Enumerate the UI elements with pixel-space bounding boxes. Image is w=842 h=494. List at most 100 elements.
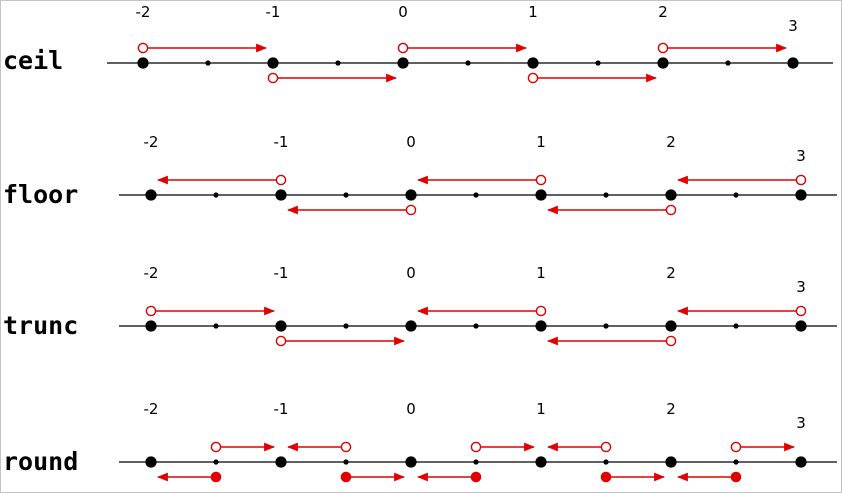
filled-circle: [600, 471, 612, 483]
half-dot: [343, 323, 349, 329]
tick-label: 3: [796, 278, 806, 296]
tick-label: 2: [666, 133, 676, 151]
half-dot: [205, 60, 211, 66]
rounding-arrow: [397, 42, 528, 54]
open-circle: [470, 441, 482, 453]
filled-circle: [470, 471, 482, 483]
rounding-arrow: [730, 441, 796, 453]
tick-label: 3: [796, 147, 806, 165]
tick-label: 2: [666, 400, 676, 418]
integer-dot: [665, 189, 677, 201]
integer-dot: [535, 456, 547, 468]
half-dot: [603, 323, 609, 329]
integer-dot: [405, 189, 417, 201]
rounding-arrow: [600, 471, 666, 483]
tick-label: -1: [274, 400, 289, 418]
tick-label: 1: [536, 133, 546, 151]
tick-label: 3: [788, 17, 798, 35]
row-label-round: round: [3, 447, 78, 476]
integer-dot: [665, 456, 677, 468]
row-label-floor: floor: [3, 180, 78, 209]
open-circle: [137, 42, 149, 54]
rounding-arrow: [286, 204, 417, 216]
integer-dot: [665, 320, 677, 332]
half-dot: [473, 459, 479, 465]
half-dot: [603, 192, 609, 198]
integer-dot: [137, 57, 149, 69]
half-dot: [335, 60, 341, 66]
integer-dot: [405, 456, 417, 468]
number-line-floor: floor -2 -1 0 1 2 3: [3, 133, 837, 216]
open-circle: [210, 441, 222, 453]
half-dot: [473, 323, 479, 329]
open-circle: [275, 174, 287, 186]
half-dot: [473, 192, 479, 198]
integer-dot: [275, 320, 287, 332]
filled-circle: [340, 471, 352, 483]
rounding-arrow: [416, 174, 547, 186]
tick-label: 1: [528, 3, 538, 21]
tick-label: 0: [406, 400, 416, 418]
open-circle: [535, 174, 547, 186]
half-dot: [733, 323, 739, 329]
rounding-arrow: [527, 72, 658, 84]
open-circle: [267, 72, 279, 84]
integer-dot: [405, 320, 417, 332]
open-circle: [795, 174, 807, 186]
integer-dot: [527, 57, 539, 69]
integer-dot: [795, 189, 807, 201]
rounding-arrow: [145, 305, 276, 317]
open-circle: [535, 305, 547, 317]
rounding-arrow: [267, 72, 398, 84]
half-dot: [213, 323, 219, 329]
half-dot: [725, 60, 731, 66]
open-circle: [405, 204, 417, 216]
tick-label: 0: [398, 3, 408, 21]
rounding-arrow: [546, 204, 677, 216]
tick-label: 2: [658, 3, 668, 21]
integer-dot: [535, 320, 547, 332]
integer-dot: [535, 189, 547, 201]
rounding-arrow: [416, 305, 547, 317]
open-circle: [527, 72, 539, 84]
rounding-arrow: [676, 471, 742, 483]
rounding-arrow: [546, 335, 677, 347]
tick-label: -2: [144, 133, 159, 151]
open-circle: [730, 441, 742, 453]
row-label-trunc: trunc: [3, 311, 78, 340]
integer-dot: [795, 320, 807, 332]
rounding-arrow: [470, 441, 536, 453]
open-circle: [340, 441, 352, 453]
tick-label: 1: [536, 400, 546, 418]
rounding-arrow: [137, 42, 268, 54]
half-dot: [213, 459, 219, 465]
tick-label: -2: [136, 3, 151, 21]
rounding-arrow: [416, 471, 482, 483]
integer-dot: [795, 456, 807, 468]
open-circle: [657, 42, 669, 54]
open-circle: [665, 204, 677, 216]
tick-label: 0: [406, 264, 416, 282]
open-circle: [665, 335, 677, 347]
integer-dot: [275, 189, 287, 201]
integer-dot: [145, 189, 157, 201]
half-dot: [603, 459, 609, 465]
half-dot: [595, 60, 601, 66]
half-dot: [733, 192, 739, 198]
integer-dot: [397, 57, 409, 69]
integer-dot: [145, 456, 157, 468]
rounding-arrow: [210, 441, 276, 453]
integer-dot: [657, 57, 669, 69]
half-dot: [213, 192, 219, 198]
row-label-ceil: ceil: [3, 46, 63, 75]
rounding-arrow: [676, 305, 807, 317]
rounding-arrow: [676, 174, 807, 186]
tick-label: -1: [274, 133, 289, 151]
tick-label: 0: [406, 133, 416, 151]
half-dot: [733, 459, 739, 465]
integer-dot: [267, 57, 279, 69]
